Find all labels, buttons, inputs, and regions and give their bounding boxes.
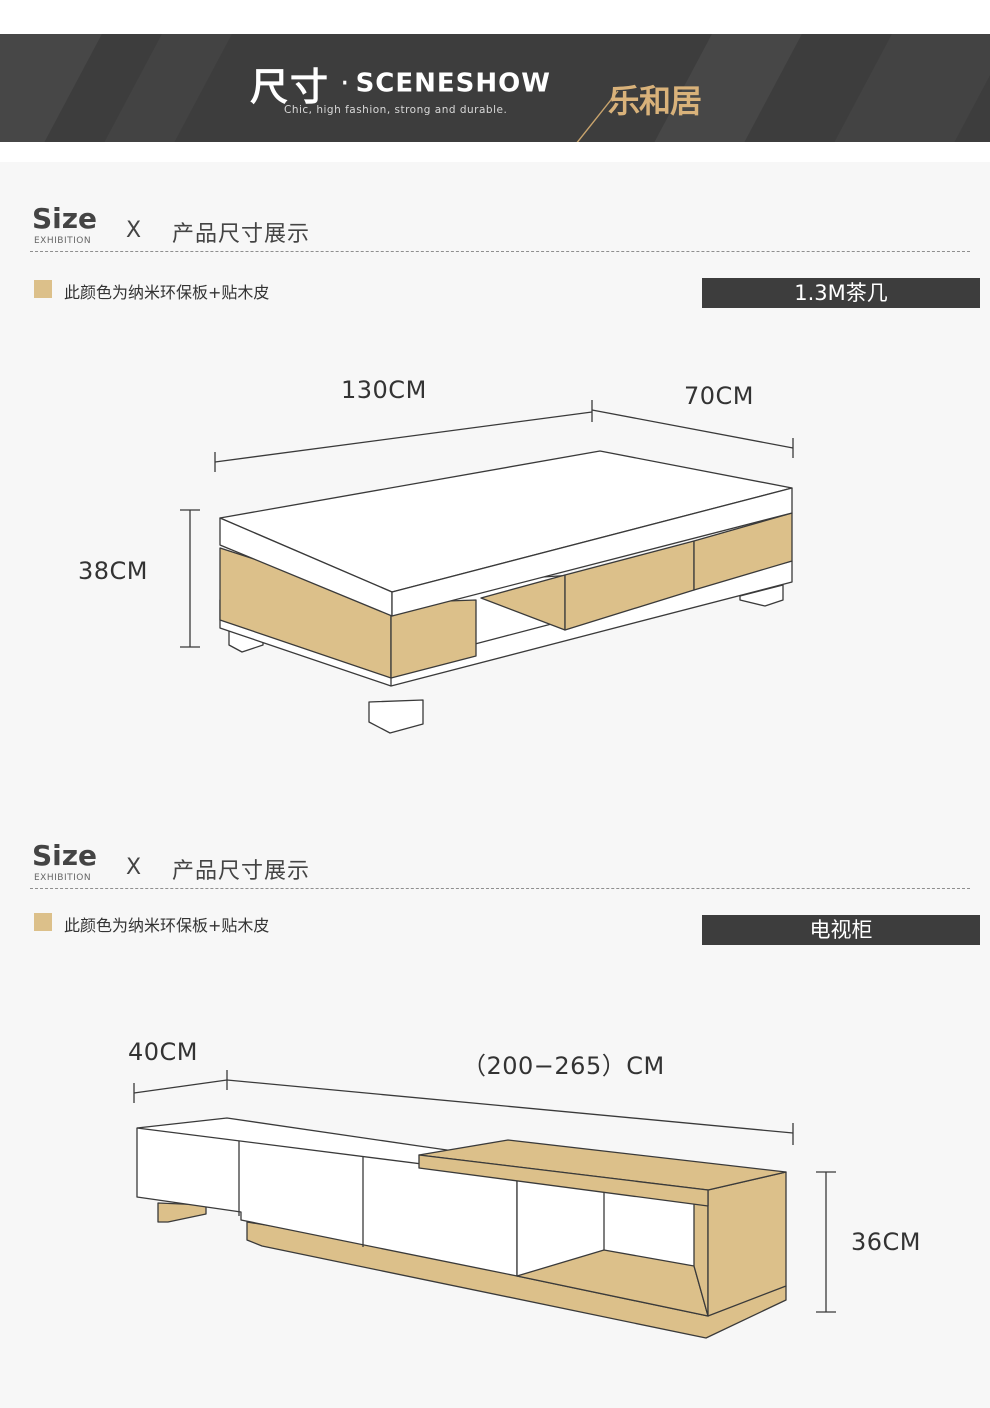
section-title: 产品尺寸展示 <box>172 859 311 884</box>
dimension-height-label: 36CM <box>851 1228 922 1256</box>
legend-text: 此颜色为纳米环保板+贴木皮 <box>64 916 270 935</box>
dimension-line-length <box>214 400 593 472</box>
brand-logo: 乐和居 <box>608 82 702 120</box>
section-divider <box>30 251 970 252</box>
table-top-front <box>391 487 793 617</box>
dimension-line-length <box>226 1079 794 1145</box>
dimension-length-label: 130CM <box>341 376 427 404</box>
dimension-line-depth <box>591 409 794 458</box>
product-name-bar: 1.3M茶几 <box>702 278 980 308</box>
size-sublabel: EXHIBITION <box>34 873 92 883</box>
dimension-line-depth <box>133 1070 228 1103</box>
dimension-line-height <box>816 1171 836 1313</box>
dimension-height-label: 38CM <box>78 557 149 585</box>
banner-title: 尺寸 ·SCENESHOW <box>250 56 551 111</box>
section-header-1: Size EXHIBITION X 产品尺寸展示 <box>0 202 990 262</box>
dimension-depth-label: 40CM <box>128 1038 199 1066</box>
wood-color-swatch <box>34 913 52 931</box>
table-leg <box>368 699 424 734</box>
x-mark: X <box>126 855 142 880</box>
product-name-bar: 电视柜 <box>702 915 980 945</box>
size-sublabel: EXHIBITION <box>34 236 92 246</box>
banner-title-zh: 尺寸 <box>250 65 331 109</box>
header-banner: 尺寸 ·SCENESHOW Chic, high fashion, strong … <box>0 34 990 142</box>
right-drawer-front <box>693 512 793 591</box>
size-label: Size <box>32 202 98 235</box>
banner-title-dot: · <box>340 66 350 101</box>
x-mark: X <box>126 218 142 243</box>
section-divider <box>30 888 970 889</box>
banner-title-en: SCENESHOW <box>355 68 551 99</box>
top-strip <box>0 0 990 34</box>
section-title: 产品尺寸展示 <box>172 222 311 247</box>
dimension-line-height <box>180 509 200 648</box>
dimension-length-label: （200−265）CM <box>462 1052 665 1080</box>
legend-text: 此颜色为纳米环保板+贴木皮 <box>64 283 270 302</box>
banner-gap <box>0 142 990 162</box>
size-label: Size <box>32 839 98 872</box>
extension-top-edge <box>418 1154 709 1207</box>
banner-subtitle: Chic, high fashion, strong and durable. <box>284 104 508 116</box>
banner-slash-decoration <box>576 90 619 142</box>
section-header-2: Size EXHIBITION X 产品尺寸展示 <box>0 839 990 899</box>
dimension-depth-label: 70CM <box>684 382 755 410</box>
wood-color-swatch <box>34 280 52 298</box>
